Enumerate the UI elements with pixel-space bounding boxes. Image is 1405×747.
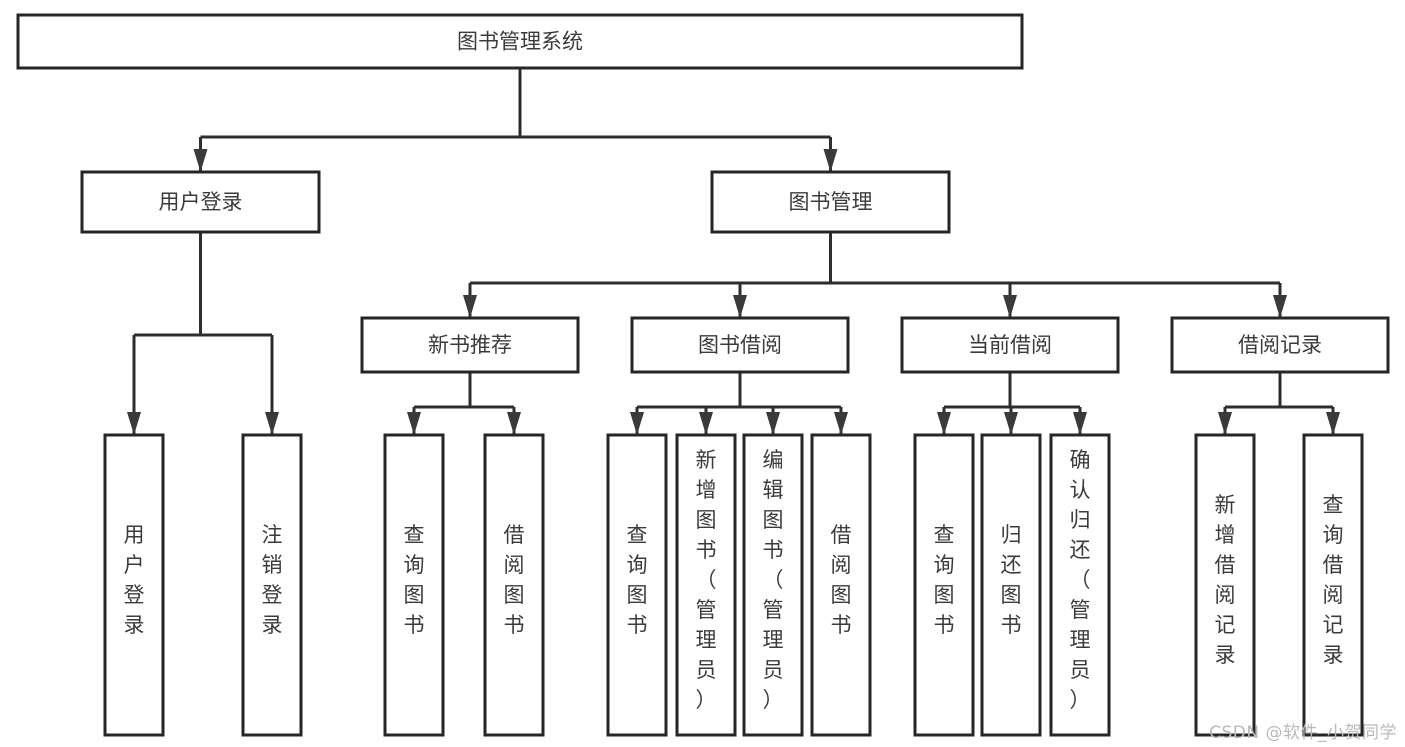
arrow-icon-l-edit-book (766, 412, 780, 435)
node-l-confirm-return[interactable]: 确认归还（管理员） (1049, 433, 1111, 737)
node-box-l-edit-book (742, 433, 804, 737)
node-label-new-book-rec: 新书推荐 (428, 333, 512, 357)
node-box-l-query-book-2 (606, 433, 668, 737)
node-box-l-add-book (675, 433, 737, 737)
node-l-add-book[interactable]: 新增图书（管理员） (675, 433, 737, 737)
node-label-l-query-book-3: 查询图书 (934, 523, 955, 637)
arrow-icon-l-borrow-book-1 (507, 412, 521, 435)
node-label-leaf-user-login: 用户登录 (124, 523, 145, 637)
node-user-login[interactable]: 用户登录 (80, 170, 321, 234)
arrow-icon-leaf-user-logout (265, 412, 279, 435)
node-borrow-record[interactable]: 借阅记录 (1170, 316, 1390, 374)
node-label-user-login: 用户登录 (159, 190, 243, 214)
node-leaf-user-login[interactable]: 用户登录 (103, 433, 165, 737)
node-label-current-borrow: 当前借阅 (968, 333, 1052, 357)
node-box-l-query-record (1302, 433, 1364, 737)
node-label-l-query-book-1: 查询图书 (404, 523, 425, 637)
node-box-l-add-record (1194, 433, 1256, 737)
node-box-l-query-book-1 (383, 433, 445, 737)
node-box-leaf-user-login (103, 433, 165, 737)
node-label-root: 图书管理系统 (457, 30, 583, 54)
node-label-l-query-book-2: 查询图书 (627, 523, 648, 637)
node-l-query-record[interactable]: 查询借阅记录 (1302, 433, 1364, 737)
arrow-icon-l-return-book (1004, 412, 1018, 435)
node-leaf-user-logout[interactable]: 注销登录 (241, 433, 303, 737)
node-box-l-borrow-book-2 (810, 433, 872, 737)
node-label-l-confirm-return: 确认归还（管理员） (1070, 448, 1091, 712)
node-l-borrow-book-1[interactable]: 借阅图书 (483, 433, 545, 737)
node-l-borrow-book-2[interactable]: 借阅图书 (810, 433, 872, 737)
node-box-borrow-record (1170, 316, 1390, 374)
node-current-borrow[interactable]: 当前借阅 (900, 316, 1120, 374)
node-label-book-borrow: 图书借阅 (698, 333, 782, 357)
node-l-add-record[interactable]: 新增借阅记录 (1194, 433, 1256, 737)
node-label-l-query-record: 查询借阅记录 (1323, 493, 1344, 667)
node-label-l-borrow-book-2: 借阅图书 (831, 523, 852, 637)
node-layer: 图书管理系统用户登录图书管理新书推荐图书借阅当前借阅借阅记录用户登录注销登录查询… (16, 13, 1390, 737)
node-new-book-rec[interactable]: 新书推荐 (360, 316, 580, 374)
node-box-l-return-book (980, 433, 1042, 737)
arrow-icon-l-add-book (699, 412, 713, 435)
node-label-l-return-book: 归还图书 (1001, 523, 1022, 637)
node-box-l-query-book-3 (913, 433, 975, 737)
node-label-leaf-user-logout: 注销登录 (262, 523, 283, 637)
arrow-icon-user-login (193, 149, 208, 172)
arrow-icon-l-confirm-return (1073, 412, 1087, 435)
node-label-l-add-record: 新增借阅记录 (1215, 493, 1236, 667)
arrow-icon-current-borrow (1003, 295, 1017, 318)
node-box-leaf-user-logout (241, 433, 303, 737)
node-l-query-book-2[interactable]: 查询图书 (606, 433, 668, 737)
arrow-icon-new-book-rec (463, 295, 477, 318)
node-box-user-login (80, 170, 321, 234)
node-box-l-borrow-book-1 (483, 433, 545, 737)
node-box-new-book-rec (360, 316, 580, 374)
arrow-icon-borrow-record (1273, 295, 1287, 318)
arrow-icon-l-query-record (1326, 412, 1340, 435)
arrow-icon-book-manage (823, 149, 838, 172)
node-label-borrow-record: 借阅记录 (1238, 333, 1322, 357)
arrow-icon-l-borrow-book-2 (834, 412, 848, 435)
arrow-icon-leaf-user-login (127, 412, 141, 435)
node-l-edit-book[interactable]: 编辑图书（管理员） (742, 433, 804, 737)
node-box-root (16, 13, 1024, 70)
node-l-query-book-3[interactable]: 查询图书 (913, 433, 975, 737)
arrow-icon-l-query-book-1 (407, 412, 421, 435)
arrow-icon-book-borrow (733, 295, 747, 318)
connector-layer (127, 68, 1340, 435)
arrow-icon-l-query-book-2 (630, 412, 644, 435)
node-box-current-borrow (900, 316, 1120, 374)
node-label-l-add-book: 新增图书（管理员） (696, 448, 717, 712)
csdn-watermark: CSDN @软件_小贺同学 (1209, 723, 1397, 743)
arrow-icon-l-query-book-3 (937, 412, 951, 435)
node-book-manage[interactable]: 图书管理 (710, 170, 951, 234)
node-box-book-manage (710, 170, 951, 234)
node-label-l-edit-book: 编辑图书（管理员） (763, 448, 784, 712)
node-label-l-borrow-book-1: 借阅图书 (504, 523, 525, 637)
node-l-return-book[interactable]: 归还图书 (980, 433, 1042, 737)
node-root[interactable]: 图书管理系统 (16, 13, 1024, 70)
arrow-icon-l-add-record (1218, 412, 1232, 435)
node-box-l-confirm-return (1049, 433, 1111, 737)
node-label-book-manage: 图书管理 (789, 190, 873, 214)
node-l-query-book-1[interactable]: 查询图书 (383, 433, 445, 737)
node-box-book-borrow (630, 316, 850, 374)
node-book-borrow[interactable]: 图书借阅 (630, 316, 850, 374)
